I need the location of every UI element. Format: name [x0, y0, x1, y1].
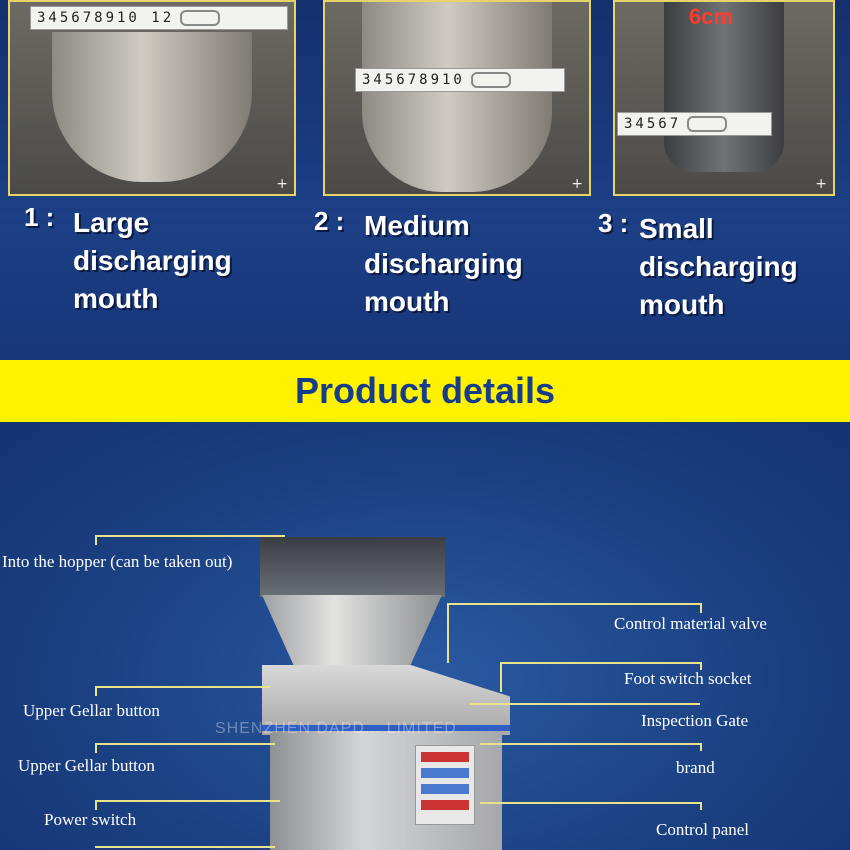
caption-number: 2 :	[314, 206, 345, 236]
caption-small: Small discharging mouth	[639, 210, 798, 324]
product-details-banner: Product details	[0, 360, 850, 422]
ruler-digits: 34567	[624, 116, 682, 132]
label-upper-gellar-button-1: Upper Gellar button	[23, 701, 160, 720]
ruler-hook	[180, 10, 221, 26]
funnel-image	[664, 2, 784, 172]
caption-line: mouth	[639, 289, 725, 320]
leader-line	[447, 603, 449, 663]
leader-line	[500, 662, 502, 692]
funnel-image	[52, 32, 252, 182]
label-inspection-gate: Inspection Gate	[641, 711, 749, 730]
ruler-digits: 345678910	[362, 72, 465, 88]
panel-buttons	[421, 800, 469, 810]
caption-large: Large discharging mouth	[73, 204, 232, 318]
panel-display	[421, 752, 469, 762]
label-brand: brand	[676, 758, 715, 777]
leader-line	[480, 743, 700, 745]
plus-icon: +	[815, 176, 827, 192]
label-hopper: Into the hopper (can be taken out)	[2, 552, 233, 571]
label-power-switch: Power switch	[44, 810, 137, 829]
leader-line	[700, 802, 702, 810]
funnel-image	[362, 2, 552, 192]
caption-line: discharging	[639, 251, 798, 282]
caption-line: Large	[73, 207, 150, 238]
plus-icon: +	[276, 176, 288, 192]
machine-hopper	[260, 537, 445, 597]
leader-line	[95, 846, 275, 848]
leader-line	[95, 800, 280, 802]
label-control-material-valve: Control material valve	[614, 614, 767, 633]
ruler-hook	[470, 72, 511, 88]
leader-line	[95, 743, 97, 753]
cm-label: 6cm	[689, 4, 734, 29]
caption-medium: Medium discharging mouth	[364, 207, 523, 321]
leader-line	[95, 535, 285, 537]
leader-line	[470, 703, 700, 705]
ruler: 34567	[617, 112, 772, 136]
machine-control-panel	[415, 745, 475, 825]
panel-buttons	[421, 768, 469, 778]
leader-line	[95, 686, 97, 696]
machine-stripe	[262, 725, 510, 731]
large-mouth-photo: 345678910 12 +	[8, 0, 296, 196]
ruler: 345678910	[355, 68, 565, 92]
leader-line	[500, 662, 700, 664]
caption-line: discharging	[73, 245, 232, 276]
caption-line: mouth	[73, 283, 159, 314]
caption-line: Medium	[364, 210, 470, 241]
leader-line	[700, 743, 702, 751]
medium-mouth-photo: 345678910 +	[323, 0, 591, 196]
label-upper-gellar-button-2: Upper Gellar button	[18, 756, 155, 775]
label-foot-switch-socket: Foot switch socket	[624, 669, 752, 688]
banner-title: Product details	[294, 370, 556, 411]
leader-line	[480, 802, 700, 804]
leader-line	[95, 743, 275, 745]
panel-buttons	[421, 784, 469, 794]
caption-line: Small	[639, 213, 714, 244]
ruler-hook	[687, 116, 728, 132]
ruler: 345678910 12	[30, 6, 288, 30]
plus-icon: +	[571, 176, 583, 192]
leader-line	[700, 603, 702, 613]
caption-line: mouth	[364, 286, 450, 317]
leader-line	[700, 662, 702, 670]
label-control-panel: Control panel	[656, 820, 750, 839]
caption-number: 1 :	[24, 202, 55, 232]
watermark: SHENZHEN DAPD... LIMITED	[215, 720, 457, 737]
caption-line: discharging	[364, 248, 523, 279]
leader-line	[447, 603, 700, 605]
leader-line	[95, 800, 97, 810]
small-mouth-photo: 6cm 34567 +	[613, 0, 835, 196]
leader-line	[95, 686, 270, 688]
caption-number: 3 :	[598, 208, 629, 238]
leader-line	[95, 535, 97, 545]
ruler-digits: 345678910 12	[37, 10, 175, 26]
